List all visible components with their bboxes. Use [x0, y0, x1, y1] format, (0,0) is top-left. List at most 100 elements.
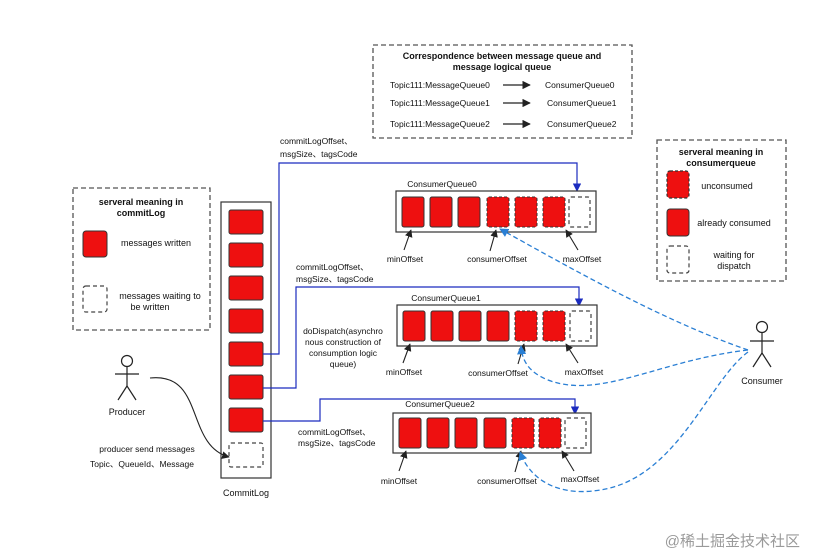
corr-left-1: Topic111:MessageQueue1 [390, 98, 490, 108]
queue-consumed-message [458, 310, 482, 342]
legend-commitlog: serveral meaning in commitLog messages w… [72, 187, 211, 331]
producer: Producer producer send messages Topic、Qu… [90, 354, 230, 469]
consumer-queue-1: ConsumerQueue1 minOffset consumerOffset … [386, 293, 604, 378]
max-offset-label: maxOffset [565, 367, 604, 377]
commitlog-message [228, 275, 264, 301]
min-offset-pointer [403, 229, 413, 251]
do-dispatch-label-3: consumption logic [309, 348, 378, 358]
queue-unconsumed-message [486, 196, 510, 228]
queue-unconsumed-message [542, 196, 566, 228]
max-offset-label: maxOffset [561, 474, 600, 484]
queue-consumed-message [398, 417, 422, 449]
consumer-offset-pointer [514, 450, 523, 473]
waiting-dispatch-label-2: dispatch [717, 261, 751, 271]
waiting-label-2: be written [130, 302, 169, 312]
consumer-pull-lines [499, 228, 749, 493]
queue-consumed-message [457, 196, 481, 228]
min-offset-label: minOffset [381, 476, 418, 486]
corr-left-0: Topic111:MessageQueue0 [390, 80, 490, 90]
legend-cq-title-2: consumerqueue [686, 158, 756, 168]
consumer-offset-label: consumerOffset [467, 254, 527, 264]
waiting-swatch [82, 285, 108, 313]
consumer-offset-label: consumerOffset [477, 476, 537, 486]
queue-consumed-message [426, 417, 450, 449]
commitlog-message [228, 308, 264, 334]
consumer-offset-pointer [489, 229, 498, 252]
do-dispatch-label: doDispatch(asynchro [303, 326, 383, 336]
consumer-icon [750, 320, 774, 368]
commitlog-message [228, 242, 264, 268]
written-label: messages written [121, 238, 191, 248]
queue-consumed-message [483, 417, 507, 449]
min-offset-pointer [402, 343, 412, 364]
corr-right-0: ConsumerQueue0 [545, 80, 615, 90]
commitlog-message [228, 341, 264, 367]
legend-commitlog-title-2: commitLog [117, 208, 166, 218]
unconsumed-swatch [666, 170, 690, 199]
producer-send-label-2: Topic、QueueId、Message [90, 459, 194, 469]
max-offset-label: maxOffset [563, 254, 602, 264]
dispatch-label-q0-2: msgSize、tagsCode [280, 149, 358, 159]
waiting-dispatch-swatch [666, 245, 690, 274]
commitlog-message [228, 407, 264, 433]
producer-send-label: producer send messages [99, 444, 194, 454]
do-dispatch-label-2: nous construction of [305, 337, 382, 347]
consumer-offset-label: consumerOffset [468, 368, 528, 378]
consumer-pull-q0 [499, 228, 749, 351]
queue-unconsumed-message [511, 417, 535, 449]
dispatch-label-q1-2: msgSize、tagsCode [296, 274, 374, 284]
queue-title: ConsumerQueue0 [407, 179, 477, 189]
legend-cq-title: serveral meaning in [679, 147, 764, 157]
queue-waiting-slot [564, 417, 587, 449]
consumer-pull-q2 [518, 351, 749, 493]
queue-unconsumed-message [514, 196, 538, 228]
consumed-label: already consumed [697, 218, 771, 228]
do-dispatch-label-4: queue) [330, 359, 357, 369]
dispatch-arrows: commitLogOffset、 msgSize、tagsCode commit… [263, 136, 584, 448]
consumer-queue-2: ConsumerQueue2 minOffset consumerOffset … [381, 399, 600, 486]
waiting-dispatch-label: waiting for [712, 250, 754, 260]
producer-send-arrow [149, 377, 230, 459]
watermark: @稀土掘金技术社区 [665, 533, 800, 550]
consumer-pull-q1 [517, 345, 749, 387]
dispatch-label-q1: commitLogOffset、 [296, 262, 369, 272]
corr-left-2: Topic111:MessageQueue2 [390, 119, 490, 129]
queue-consumed-message [486, 310, 510, 342]
queue-title: ConsumerQueue1 [411, 293, 481, 303]
queue-consumed-message [430, 310, 454, 342]
dispatch-label-q2: commitLogOffset、 [298, 427, 371, 437]
dispatch-label-q2-2: msgSize、tagsCode [298, 438, 376, 448]
legend-commitlog-title: serveral meaning in [99, 197, 184, 207]
queue-title: ConsumerQueue2 [405, 399, 475, 409]
dispatch-arrow-q1 [263, 286, 584, 389]
queue-unconsumed-message [514, 310, 538, 342]
min-offset-pointer [398, 450, 408, 472]
dispatch-arrow-q2 [263, 398, 580, 422]
queue-consumed-message [402, 310, 426, 342]
commitlog-message [228, 374, 264, 400]
corr-right-2: ConsumerQueue2 [547, 119, 617, 129]
min-offset-label: minOffset [386, 367, 423, 377]
commitlog-message [228, 209, 264, 235]
max-offset-pointer [565, 343, 579, 364]
commitlog-label: CommitLog [223, 488, 269, 498]
queue-unconsumed-message [542, 310, 566, 342]
correspondence-box: Correspondence between message queue and… [372, 44, 633, 139]
max-offset-pointer [561, 450, 575, 472]
producer-icon [115, 354, 139, 401]
queue-waiting-slot [568, 196, 591, 228]
correspondence-title: Correspondence between message queue and [403, 51, 602, 61]
consumed-swatch [666, 208, 690, 237]
max-offset-pointer [565, 229, 579, 251]
queue-consumed-message [401, 196, 425, 228]
dispatch-label-q0: commitLogOffset、 [280, 136, 353, 146]
correspondence-title-2: message logical queue [453, 62, 552, 72]
dispatch-arrow-q0 [263, 162, 582, 355]
producer-label: Producer [109, 407, 146, 417]
corr-right-1: ConsumerQueue1 [547, 98, 617, 108]
legend-consumerqueue: serveral meaning in consumerqueue uncons… [656, 139, 787, 282]
unconsumed-label: unconsumed [701, 181, 753, 191]
consumer-queue-0: ConsumerQueue0 minOffset consumerOffset … [387, 179, 602, 264]
waiting-label: messages waiting to [119, 291, 201, 301]
